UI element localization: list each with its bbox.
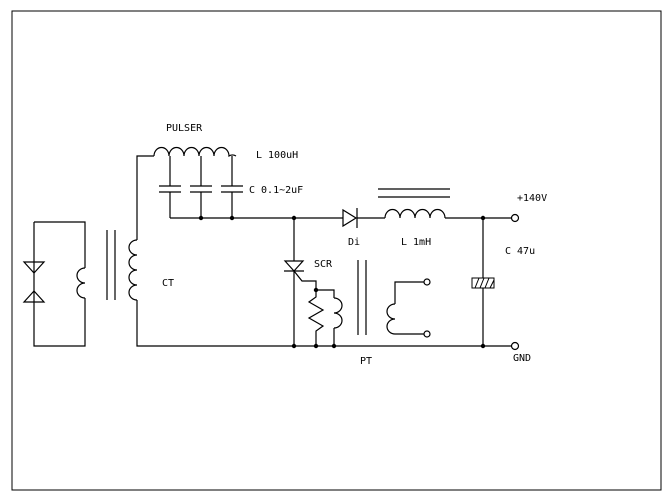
pt-secondary-winding (333, 297, 343, 329)
pt-input-terminal-top (423, 278, 431, 286)
filter-capacitor (471, 277, 495, 289)
diode-label: Di (348, 237, 360, 248)
choke-inductor (384, 208, 446, 219)
ground-bus (136, 300, 512, 347)
scr (283, 260, 317, 290)
drawing-frame (11, 10, 662, 491)
ct-top-wire (136, 155, 154, 240)
pulser-capacitor-bank (159, 156, 243, 218)
ct-label: CT (162, 278, 174, 289)
pulser-inductor (153, 146, 237, 158)
pulser-inductor-label: L 100uH (256, 150, 298, 161)
pt-primary-winding (386, 281, 424, 335)
pt-core (357, 260, 367, 335)
ct-secondary-winding (128, 239, 138, 301)
filter-capacitor-label: C 47u (505, 246, 535, 257)
diode (342, 208, 385, 228)
ground-label: GND (513, 353, 531, 364)
ct-primary-winding (76, 267, 86, 299)
ground-terminal (510, 341, 520, 351)
pt-label: PT (360, 356, 372, 367)
ct-core (106, 230, 116, 300)
input-loop (22, 221, 86, 347)
pulser-label: PULSER (166, 123, 203, 134)
choke-core (378, 188, 450, 198)
supply-terminal (510, 213, 520, 223)
pulser-capacitor-label: C 0.1~2uF (249, 185, 303, 196)
supply-label: +140V (517, 193, 547, 204)
scr-label: SCR (314, 259, 333, 270)
junction-dots (198, 215, 486, 349)
gate-coil-wire (316, 289, 335, 346)
pt-input-terminal-bottom (423, 330, 431, 338)
gate-resistor (307, 290, 325, 346)
choke-label: L 1mH (401, 237, 431, 248)
